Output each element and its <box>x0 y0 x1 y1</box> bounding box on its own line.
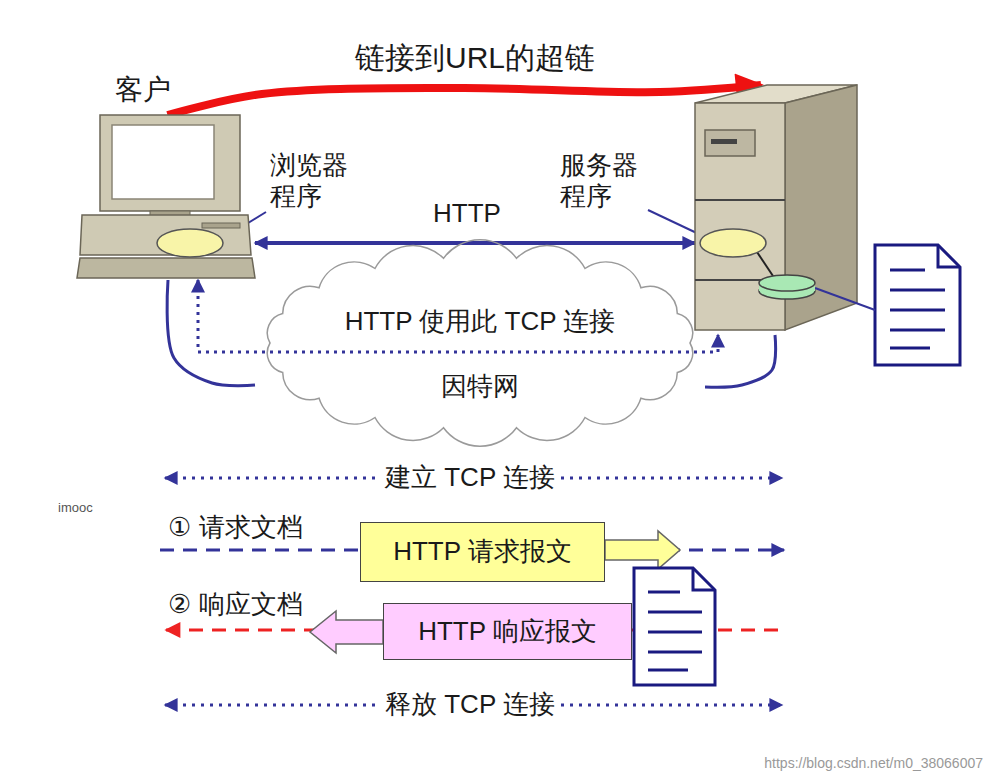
client-figure <box>80 115 255 280</box>
node-label: 服务器 程序 <box>560 150 652 212</box>
box-label: HTTP 请求报文 <box>393 536 572 567</box>
program-ellipse <box>700 229 766 257</box>
program-ellipse <box>157 229 223 257</box>
node-label: 因特网 <box>437 371 523 402</box>
server-figure <box>695 85 860 335</box>
cloud-outline <box>267 240 692 446</box>
drive-slot <box>711 139 737 144</box>
block-arrow <box>310 611 383 653</box>
document-lines <box>890 270 945 348</box>
keyboard <box>77 258 255 278</box>
document-icon <box>875 245 960 365</box>
link-line <box>757 252 775 279</box>
step-label: ① 请求文档 <box>168 512 303 543</box>
disk-top <box>759 275 815 291</box>
screen <box>112 125 214 199</box>
monitor <box>100 115 240 211</box>
document-lines <box>648 592 702 670</box>
text-slot: 服务器 程序 <box>560 150 652 212</box>
drive-slot <box>202 223 240 228</box>
hyperlink-arc <box>168 85 762 115</box>
phase-label: 释放 TCP 连接 <box>379 689 561 720</box>
edge-label: HTTP <box>429 198 505 229</box>
message-box: HTTP 响应报文 <box>383 603 632 660</box>
edge-label: HTTP 使用此 TCP 连接 <box>341 306 620 337</box>
label-slot: imooc <box>58 500 93 516</box>
client-computer: 客户浏览器 程序 <box>80 115 255 280</box>
label-slot: https://blog.csdn.net/m0_38066007 <box>764 755 983 772</box>
watermark: imooc <box>58 500 93 516</box>
document-outline <box>634 568 715 685</box>
network-wire <box>705 335 776 387</box>
cloud-figure <box>255 245 705 440</box>
label-slot: 释放 TCP 连接 <box>379 689 561 720</box>
panel-line <box>695 199 785 201</box>
node-label: 客户 <box>115 73 171 107</box>
box-label: HTTP 响应报文 <box>418 616 597 647</box>
document-outline <box>875 245 960 365</box>
label-slot: 链接到URL的超链 <box>351 40 599 76</box>
label-slot: HTTP 使用此 TCP 连接 <box>341 306 620 337</box>
server-machine: 服务器 程序 <box>695 85 860 335</box>
drive-bay <box>705 130 755 156</box>
message-box: HTTP 请求报文 <box>360 522 605 582</box>
network-wire <box>167 280 255 386</box>
text-slot: 客户 <box>115 73 171 107</box>
document-fold <box>693 568 715 590</box>
document-fold <box>938 245 960 267</box>
label-slot: ② 响应文档 <box>168 589 303 620</box>
text-slot: HTTP 响应报文 <box>384 604 631 659</box>
block-arrow <box>605 531 680 569</box>
label-slot: 建立 TCP 连接 <box>379 462 561 493</box>
link-line <box>815 288 875 310</box>
text-slot: HTTP 请求报文 <box>361 523 604 581</box>
watermark: https://blog.csdn.net/m0_38066007 <box>764 755 983 772</box>
document-icon <box>634 568 715 685</box>
http-arrow <box>255 241 695 245</box>
node-label: 浏览器 程序 <box>270 150 362 212</box>
step-label: ② 响应文档 <box>168 589 303 620</box>
label-slot: HTTP <box>429 198 505 229</box>
edge-label: 链接到URL的超链 <box>351 40 599 76</box>
label-slot: ① 请求文档 <box>168 512 303 543</box>
phase-label: 建立 TCP 连接 <box>379 462 561 493</box>
text-slot: 因特网 <box>255 371 705 402</box>
internet-cloud: 因特网 <box>255 245 705 440</box>
text-slot: 浏览器 程序 <box>270 150 362 212</box>
